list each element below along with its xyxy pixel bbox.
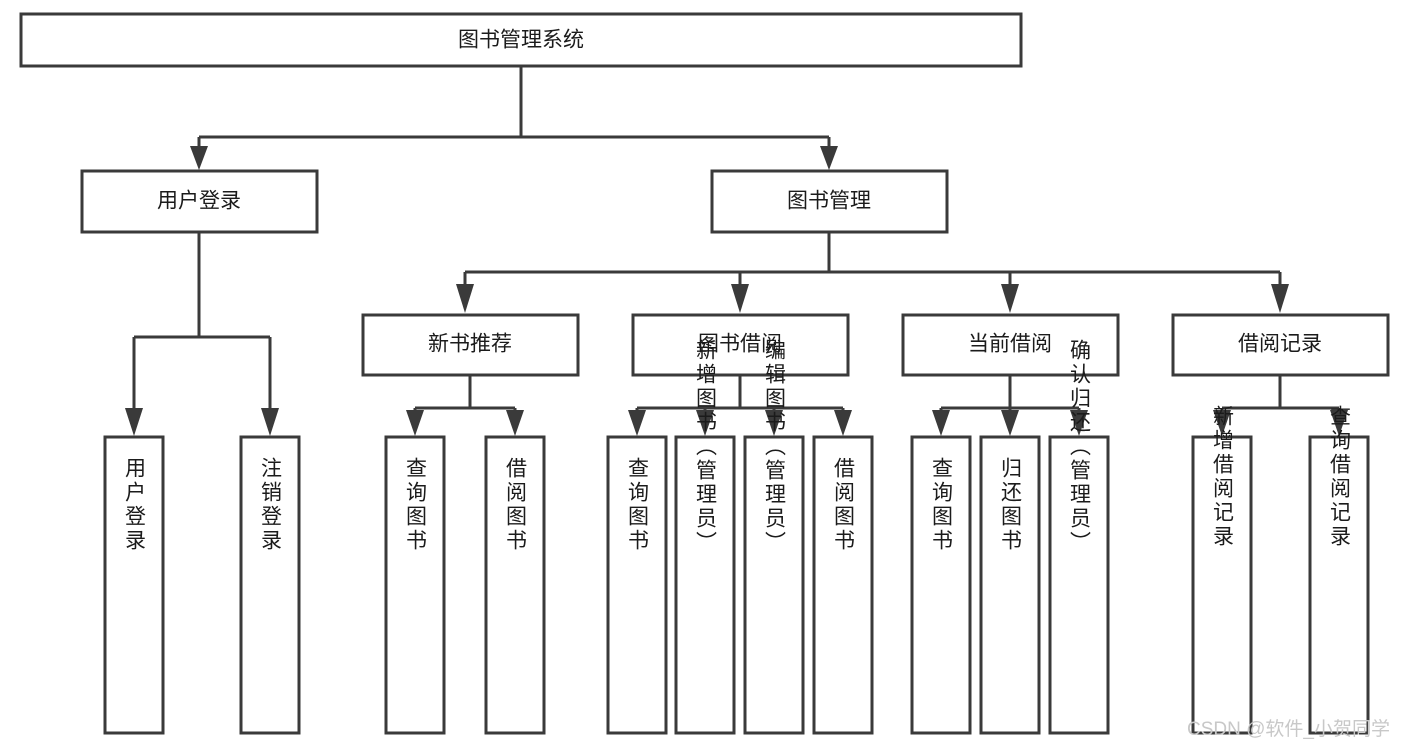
leaf-confirm-return[interactable]: 确认归还（管理员） xyxy=(1048,339,1110,735)
leaf-borrow-book-2[interactable]: 借阅图书 xyxy=(812,435,874,735)
node-new-book-recommend-label: 新书推荐 xyxy=(428,333,512,356)
leaf-return-book-box[interactable] xyxy=(979,435,1041,735)
leaf-user-logout-box[interactable] xyxy=(239,435,301,735)
leaf-return-book[interactable]: 归还图书 xyxy=(979,435,1041,735)
leaf-query-book-2-label: 查询图书 xyxy=(626,457,650,553)
node-current-borrow-label: 当前借阅 xyxy=(968,333,1052,356)
leaf-query-book-1[interactable]: 查询图书 xyxy=(384,435,446,735)
leaf-add-book[interactable]: 新增图书（管理员） xyxy=(674,339,736,735)
leaf-edit-book-box[interactable] xyxy=(743,435,805,735)
leaf-query-record-label: 查询借阅记录 xyxy=(1328,405,1352,549)
leaf-query-book-2-box[interactable] xyxy=(606,435,668,735)
leaf-borrow-book-1-label: 借阅图书 xyxy=(504,457,528,553)
arrow-head-leaf-add-book xyxy=(696,410,714,436)
node-book-manage-box[interactable] xyxy=(710,169,949,234)
leaf-edit-book-label: 编辑图书（管理员） xyxy=(763,339,787,555)
node-book-borrow[interactable]: 图书借阅 xyxy=(631,313,850,377)
arrow-head-leaf-borrow-book-2 xyxy=(834,410,852,436)
arrow-head-borrow-record xyxy=(1271,284,1289,313)
leaf-borrow-book-1-box[interactable] xyxy=(484,435,546,735)
node-borrow-record-label: 借阅记录 xyxy=(1238,333,1322,356)
node-root-box[interactable] xyxy=(19,12,1023,68)
arrow-head-leaf-borrow-book-1 xyxy=(506,410,524,436)
arrow-head-current-borrow xyxy=(1001,284,1019,313)
leaf-query-book-3-label: 查询图书 xyxy=(930,457,954,553)
arrow-head-leaf-edit-book xyxy=(765,410,783,436)
node-borrow-record[interactable]: 借阅记录 xyxy=(1171,313,1390,377)
leaf-return-book-label: 归还图书 xyxy=(999,457,1023,553)
leaf-add-record-label: 新增借阅记录 xyxy=(1211,405,1235,549)
node-book-manage[interactable]: 图书管理 xyxy=(710,169,949,234)
arrow-head-book-borrow xyxy=(731,284,749,313)
arrow-head-new-book-recommend xyxy=(456,284,474,313)
leaf-user-login-box[interactable] xyxy=(103,435,165,735)
node-current-borrow[interactable]: 当前借阅 xyxy=(901,313,1120,377)
leaf-query-book-3[interactable]: 查询图书 xyxy=(910,435,972,735)
leaf-borrow-book-2-box[interactable] xyxy=(812,435,874,735)
node-user-login-box[interactable] xyxy=(80,169,319,234)
arrow-head-book-manage xyxy=(820,146,838,170)
node-book-borrow-box[interactable] xyxy=(631,313,850,377)
node-root[interactable]: 图书管理系统 xyxy=(19,12,1023,68)
connector-layer xyxy=(125,66,1348,436)
arrow-head-leaf-query-book-1 xyxy=(406,410,424,436)
arrow-head-leaf-return-book xyxy=(1001,410,1019,436)
node-root-label: 图书管理系统 xyxy=(458,29,584,52)
arrow-head-leaf-user-logout xyxy=(261,408,279,436)
leaf-query-book-1-label: 查询图书 xyxy=(404,457,428,553)
leaf-user-login-label: 用户登录 xyxy=(123,457,147,553)
arrow-head-leaf-user-login xyxy=(125,408,143,436)
leaf-add-record[interactable]: 新增借阅记录 xyxy=(1191,405,1253,735)
node-user-login-label: 用户登录 xyxy=(157,190,241,213)
arrow-head-leaf-query-record xyxy=(1330,410,1348,436)
node-book-borrow-label: 图书借阅 xyxy=(698,333,782,356)
node-current-borrow-box[interactable] xyxy=(901,313,1120,377)
node-user-login[interactable]: 用户登录 xyxy=(80,169,319,234)
leaf-add-book-box[interactable] xyxy=(674,435,736,735)
leaf-borrow-book-2-label: 借阅图书 xyxy=(832,457,856,553)
leaf-confirm-return-label: 确认归还（管理员） xyxy=(1068,339,1092,555)
arrow-head-leaf-query-book-2 xyxy=(628,410,646,436)
node-new-book-recommend[interactable]: 新书推荐 xyxy=(361,313,580,377)
node-borrow-record-box[interactable] xyxy=(1171,313,1390,377)
leaf-add-book-label: 新增图书（管理员） xyxy=(694,339,718,555)
leaf-query-book-2[interactable]: 查询图书 xyxy=(606,435,668,735)
leaf-borrow-book-1[interactable]: 借阅图书 xyxy=(484,435,546,735)
watermark-label: CSDN @软件_小贺同学 xyxy=(1187,718,1390,740)
leaf-add-record-box[interactable] xyxy=(1191,435,1253,735)
leaf-confirm-return-box[interactable] xyxy=(1048,435,1110,735)
leaf-user-login[interactable]: 用户登录 xyxy=(103,435,165,735)
node-book-manage-label: 图书管理 xyxy=(787,190,871,213)
leaf-edit-book[interactable]: 编辑图书（管理员） xyxy=(743,339,805,735)
arrow-head-leaf-confirm-return xyxy=(1070,410,1088,436)
arrow-head-user-login xyxy=(190,146,208,170)
leaf-query-record-box[interactable] xyxy=(1308,435,1370,735)
leaf-query-book-1-box[interactable] xyxy=(384,435,446,735)
leaf-user-logout[interactable]: 注销登录 xyxy=(239,435,301,735)
arrow-head-leaf-add-record xyxy=(1213,410,1231,436)
arrow-head-leaf-query-book-3 xyxy=(932,410,950,436)
leaf-query-record[interactable]: 查询借阅记录 xyxy=(1308,405,1370,735)
leaf-user-logout-label: 注销登录 xyxy=(259,457,283,553)
node-new-book-recommend-box[interactable] xyxy=(361,313,580,377)
leaf-query-book-3-box[interactable] xyxy=(910,435,972,735)
